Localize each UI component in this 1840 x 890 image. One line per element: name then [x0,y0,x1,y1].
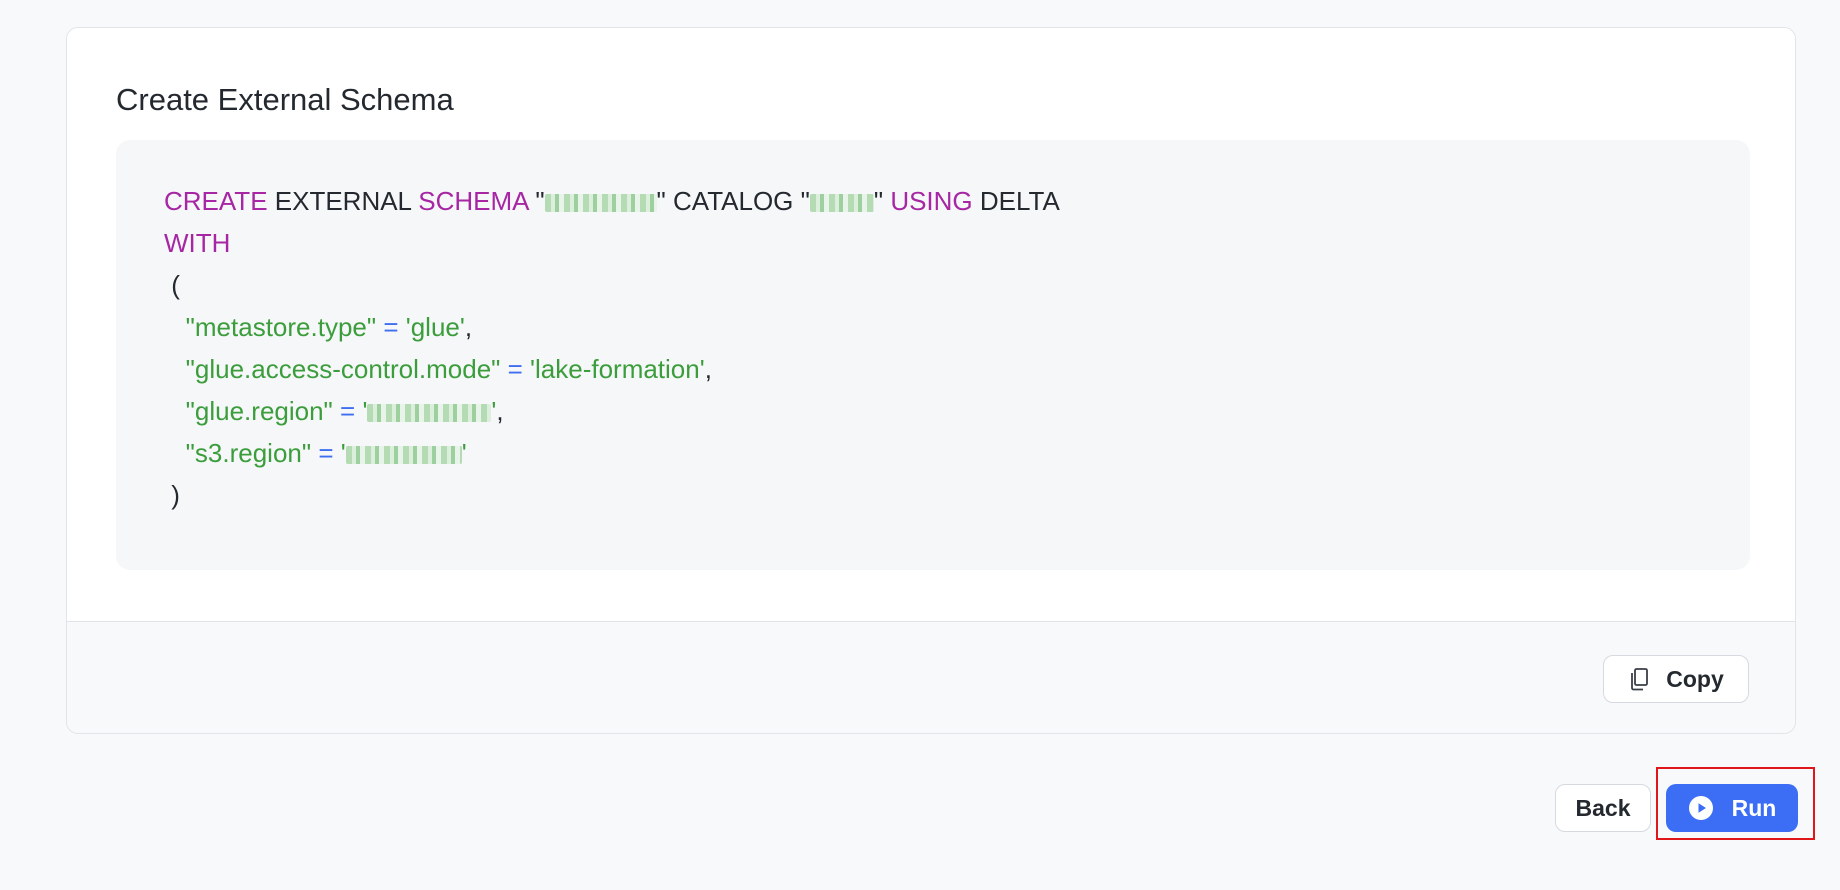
back-button-label: Back [1575,794,1631,821]
equals-operator: = [311,438,341,468]
close-paren: ) [164,480,180,510]
copy-button-label: Copy [1666,665,1724,692]
catalog-name-quote-close: " [873,186,891,216]
copy-button[interactable]: Copy [1603,655,1749,703]
comma: , [496,396,504,426]
code-line-1: CREATE EXTERNAL SCHEMA "" CATALOG "" USI… [164,180,1702,222]
run-button[interactable]: Run [1666,784,1798,832]
equals-operator: = [332,396,363,426]
glue-region-quote-open: ' [362,396,368,426]
back-button[interactable]: Back [1555,784,1651,832]
keyword-using: USING [890,186,973,216]
code-line-6: "glue.region" = ' ', [164,390,1702,432]
card-title: Create External Schema [116,82,454,117]
schema-name-quote-close: " [656,186,666,216]
redacted-glue-region [367,404,492,422]
s3-region-quote-open: ' [340,438,346,468]
card-body: Create External Schema CREATE EXTERNAL S… [67,28,1795,621]
redacted-schema-name [544,194,657,212]
code-line-7: "s3.region" = ' ' [164,432,1702,474]
metastore-type-key: "metastore.type" [164,312,377,342]
card-footer: Copy [67,621,1795,733]
comma: , [464,312,473,342]
comma: , [704,354,712,384]
keyword-with: WITH [164,228,231,258]
keyword-catalog: CATALOG " [665,186,810,216]
schema-name-quote-open: " [528,186,545,216]
sql-code-block: CREATE EXTERNAL SCHEMA "" CATALOG "" USI… [116,140,1750,570]
code-line-4: "metastore.type" = 'glue', [164,306,1702,348]
code-line-8: ) [164,474,1702,516]
keyword-delta: DELTA [972,186,1060,216]
glue-region-key: "glue.region" [164,396,333,426]
code-line-2: WITH [164,222,1702,264]
access-control-mode-value: 'lake-formation' [530,354,705,384]
keyword-create: CREATE [164,186,268,216]
redacted-s3-region [345,446,462,464]
create-external-schema-card: Create External Schema CREATE EXTERNAL S… [66,27,1796,734]
code-line-5: "glue.access-control.mode" = 'lake-forma… [164,348,1702,390]
metastore-type-value: 'glue' [405,312,465,342]
keyword-external: EXTERNAL [267,186,419,216]
play-circle-icon [1688,795,1714,821]
run-button-label: Run [1731,794,1777,821]
s3-region-key: "s3.region" [164,438,312,468]
access-control-mode-key: "glue.access-control.mode" [164,354,501,384]
equals-operator: = [500,354,531,384]
keyword-schema: SCHEMA [418,186,529,216]
code-line-3: ( [164,264,1702,306]
glue-region-quote-close: ' [491,396,497,426]
equals-operator: = [376,312,406,342]
copy-icon [1628,667,1650,691]
open-paren: ( [164,270,180,300]
redacted-catalog-name [809,194,874,212]
s3-region-quote-close: ' [461,438,467,468]
